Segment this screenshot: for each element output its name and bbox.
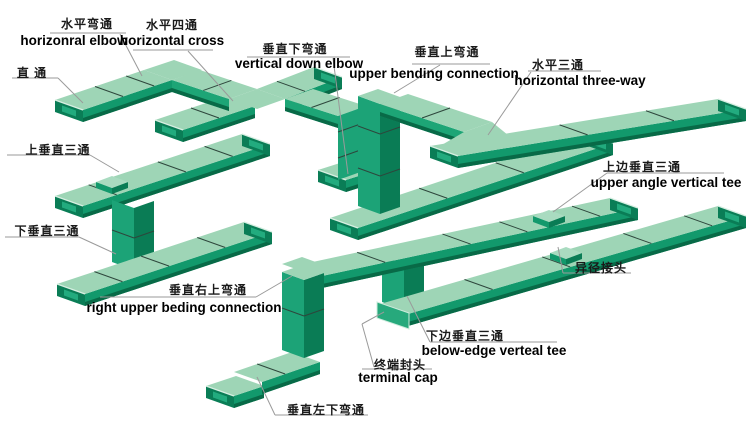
label-right-upper-bending-en: right upper beding connection	[86, 300, 282, 315]
tray-lower-left-run	[56, 221, 273, 306]
tray-upper-vertical-tee	[96, 176, 128, 194]
label-lower-vertical-tee-zh: 下垂直三通	[14, 224, 80, 238]
tray-lower-vertical-tee-column	[111, 200, 155, 270]
tray-three-way-gusset	[440, 122, 514, 146]
label-underlines	[5, 32, 724, 416]
label-upper-angle-tee-en: upper angle vertical tee	[590, 175, 742, 190]
label-horizontal-three-way-en: horizontal three-way	[514, 73, 646, 88]
label-vertical-up-elbow-en: upper bending connection	[349, 66, 519, 81]
tray-three-way-run	[429, 98, 747, 168]
label-horizontal-cross-en: horizontal cross	[119, 33, 225, 48]
tray-cross-lower-arm	[154, 96, 255, 142]
tray-terminal-cap	[376, 301, 410, 330]
tray-up-elbow-branch	[380, 94, 492, 144]
label-terminal-cap-en: terminal cap	[358, 370, 438, 385]
label-vertical-left-down-zh: 垂直左下弯通	[286, 403, 366, 417]
label-right-upper-bending-zh: 垂直右上弯通	[168, 283, 248, 297]
label-reducer-zh: 异径接头	[574, 261, 628, 275]
tray-right-upper-bend-column	[281, 257, 325, 358]
label-below-edge-tee-en: below-edge verteal tee	[421, 343, 567, 358]
label-terminal-cap-zh: 终端封头	[373, 358, 427, 372]
tray-straight-run	[54, 70, 172, 122]
label-below-edge-tee-zh: 下边垂直三通	[425, 329, 505, 343]
tray-horizontal-elbow	[144, 60, 202, 80]
label-vertical-down-elbow-zh: 垂直下弯通	[262, 42, 328, 56]
tray-upper-angle-tee	[533, 210, 565, 228]
label-horizontal-cross-zh: 水平四通	[145, 18, 199, 32]
label-upper-vertical-tee-zh: 上垂直三通	[25, 143, 91, 157]
tray-cross-to-down-elbow	[285, 89, 366, 128]
tray-bottom-right-run	[380, 205, 747, 326]
tray-reducer	[550, 247, 582, 265]
tray-right-middle-run	[329, 132, 614, 240]
label-horizontal-three-way-zh: 水平三通	[531, 58, 585, 72]
tray-vertical-up-elbow	[357, 89, 401, 214]
label-horizontal-elbow-en: horizonral elbow	[20, 33, 128, 48]
tray-bottom-run	[234, 352, 320, 394]
label-horizontal-elbow-zh: 水平弯通	[60, 17, 114, 31]
leader-lines	[57, 33, 608, 416]
label-upper-angle-tee-zh: 上边垂直三通	[602, 160, 682, 174]
label-vertical-up-elbow-zh: 垂直上弯通	[414, 45, 480, 59]
label-straight-zh: 直 通	[16, 66, 48, 80]
tray-bottom-left-stub	[205, 376, 264, 408]
tray-elbow-to-cross	[172, 70, 257, 111]
label-vertical-down-elbow-en: vertical down elbow	[234, 56, 364, 71]
